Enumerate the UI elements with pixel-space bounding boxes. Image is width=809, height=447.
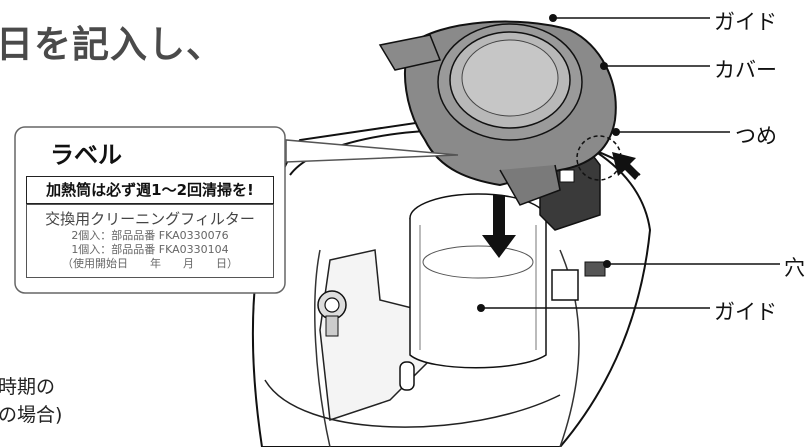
page-heading: 日を記入し、: [0, 23, 224, 66]
label-card-pointer: [285, 139, 459, 163]
post: [399, 361, 415, 391]
note-line-2: の場合): [0, 404, 63, 426]
callout-guide-top: ガイド: [714, 10, 777, 34]
label-card-line-4: （使用開始日 年 月 日）: [62, 257, 238, 270]
callout-guide-bottom: ガイド: [714, 300, 777, 324]
filter-cylinder: [409, 193, 547, 369]
callout-cover: カバー: [714, 58, 777, 82]
note-line-1: 時期の: [0, 376, 56, 398]
cover: [378, 20, 617, 206]
callout-dots: [477, 14, 620, 312]
hole-box: [551, 269, 579, 301]
tray-bottom: [264, 379, 561, 428]
push-arrow: [612, 152, 640, 180]
callout-hole: 穴: [784, 256, 805, 280]
label-card-title: ラベル: [50, 141, 122, 169]
label-card: ラベル 加熱筒は必ず週1～2回清掃を! 交換用クリーニングフィルター 2個入：部…: [14, 126, 286, 294]
label-card-line-3: 1個入：部品品番 FKA0330104: [71, 243, 229, 256]
valve: [317, 290, 347, 337]
callout-lines: [481, 17, 780, 309]
label-card-line-1: 交換用クリーニングフィルター: [45, 210, 255, 228]
down-arrow: [482, 195, 516, 258]
label-card-warning: 加熱筒は必ず週1～2回清掃を!: [26, 176, 274, 204]
label-card-line-2: 2個入：部品品番 FKA0330076: [71, 229, 229, 242]
label-card-details: 交換用クリーニングフィルター 2個入：部品品番 FKA0330076 1個入：部…: [26, 204, 274, 278]
callout-claw: つめ: [735, 124, 777, 148]
